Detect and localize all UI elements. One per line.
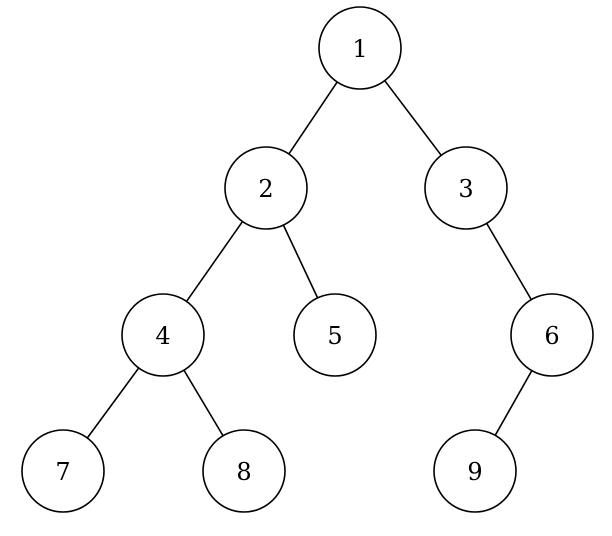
node-circle-2[interactable]: [224, 146, 308, 230]
node-circle-1[interactable]: [318, 6, 402, 90]
node-circle-3[interactable]: [424, 146, 508, 230]
tree-node-6[interactable]: 6: [510, 293, 594, 377]
node-circle-9[interactable]: [433, 429, 517, 513]
tree-edge-1-2: [288, 81, 338, 155]
tree-edge-4-8: [183, 369, 224, 437]
tree-node-3[interactable]: 3: [424, 146, 508, 230]
node-label-4: 4: [155, 322, 170, 350]
node-circle-6[interactable]: [510, 293, 594, 377]
tree-node-1[interactable]: 1: [318, 6, 402, 90]
node-label-5: 5: [327, 322, 342, 350]
node-label-3: 3: [458, 175, 473, 203]
node-layer: 1 2 3 4 5 6 7 8 9: [21, 6, 594, 513]
tree-edge-2-4: [185, 220, 244, 303]
tree-edge-3-6: [485, 222, 533, 301]
tree-edge-4-7: [86, 367, 140, 439]
node-circle-5[interactable]: [293, 293, 377, 377]
node-label-8: 8: [236, 458, 251, 486]
edge-layer: [86, 79, 533, 439]
node-label-9: 9: [467, 458, 482, 486]
tree-node-7[interactable]: 7: [21, 429, 105, 513]
node-circle-8[interactable]: [202, 429, 286, 513]
node-circle-4[interactable]: [121, 293, 205, 377]
tree-node-2[interactable]: 2: [224, 146, 308, 230]
tree-node-4[interactable]: 4: [121, 293, 205, 377]
tree-edge-2-5: [282, 224, 319, 299]
tree-edge-1-3: [383, 79, 443, 157]
tree-node-5[interactable]: 5: [293, 293, 377, 377]
node-label-2: 2: [258, 175, 273, 203]
tree-node-8[interactable]: 8: [202, 429, 286, 513]
node-circle-7[interactable]: [21, 429, 105, 513]
node-label-1: 1: [352, 35, 367, 63]
tree-node-9[interactable]: 9: [433, 429, 517, 513]
node-label-7: 7: [55, 458, 70, 486]
node-label-6: 6: [544, 322, 559, 350]
tree-edge-6-9: [494, 369, 533, 437]
